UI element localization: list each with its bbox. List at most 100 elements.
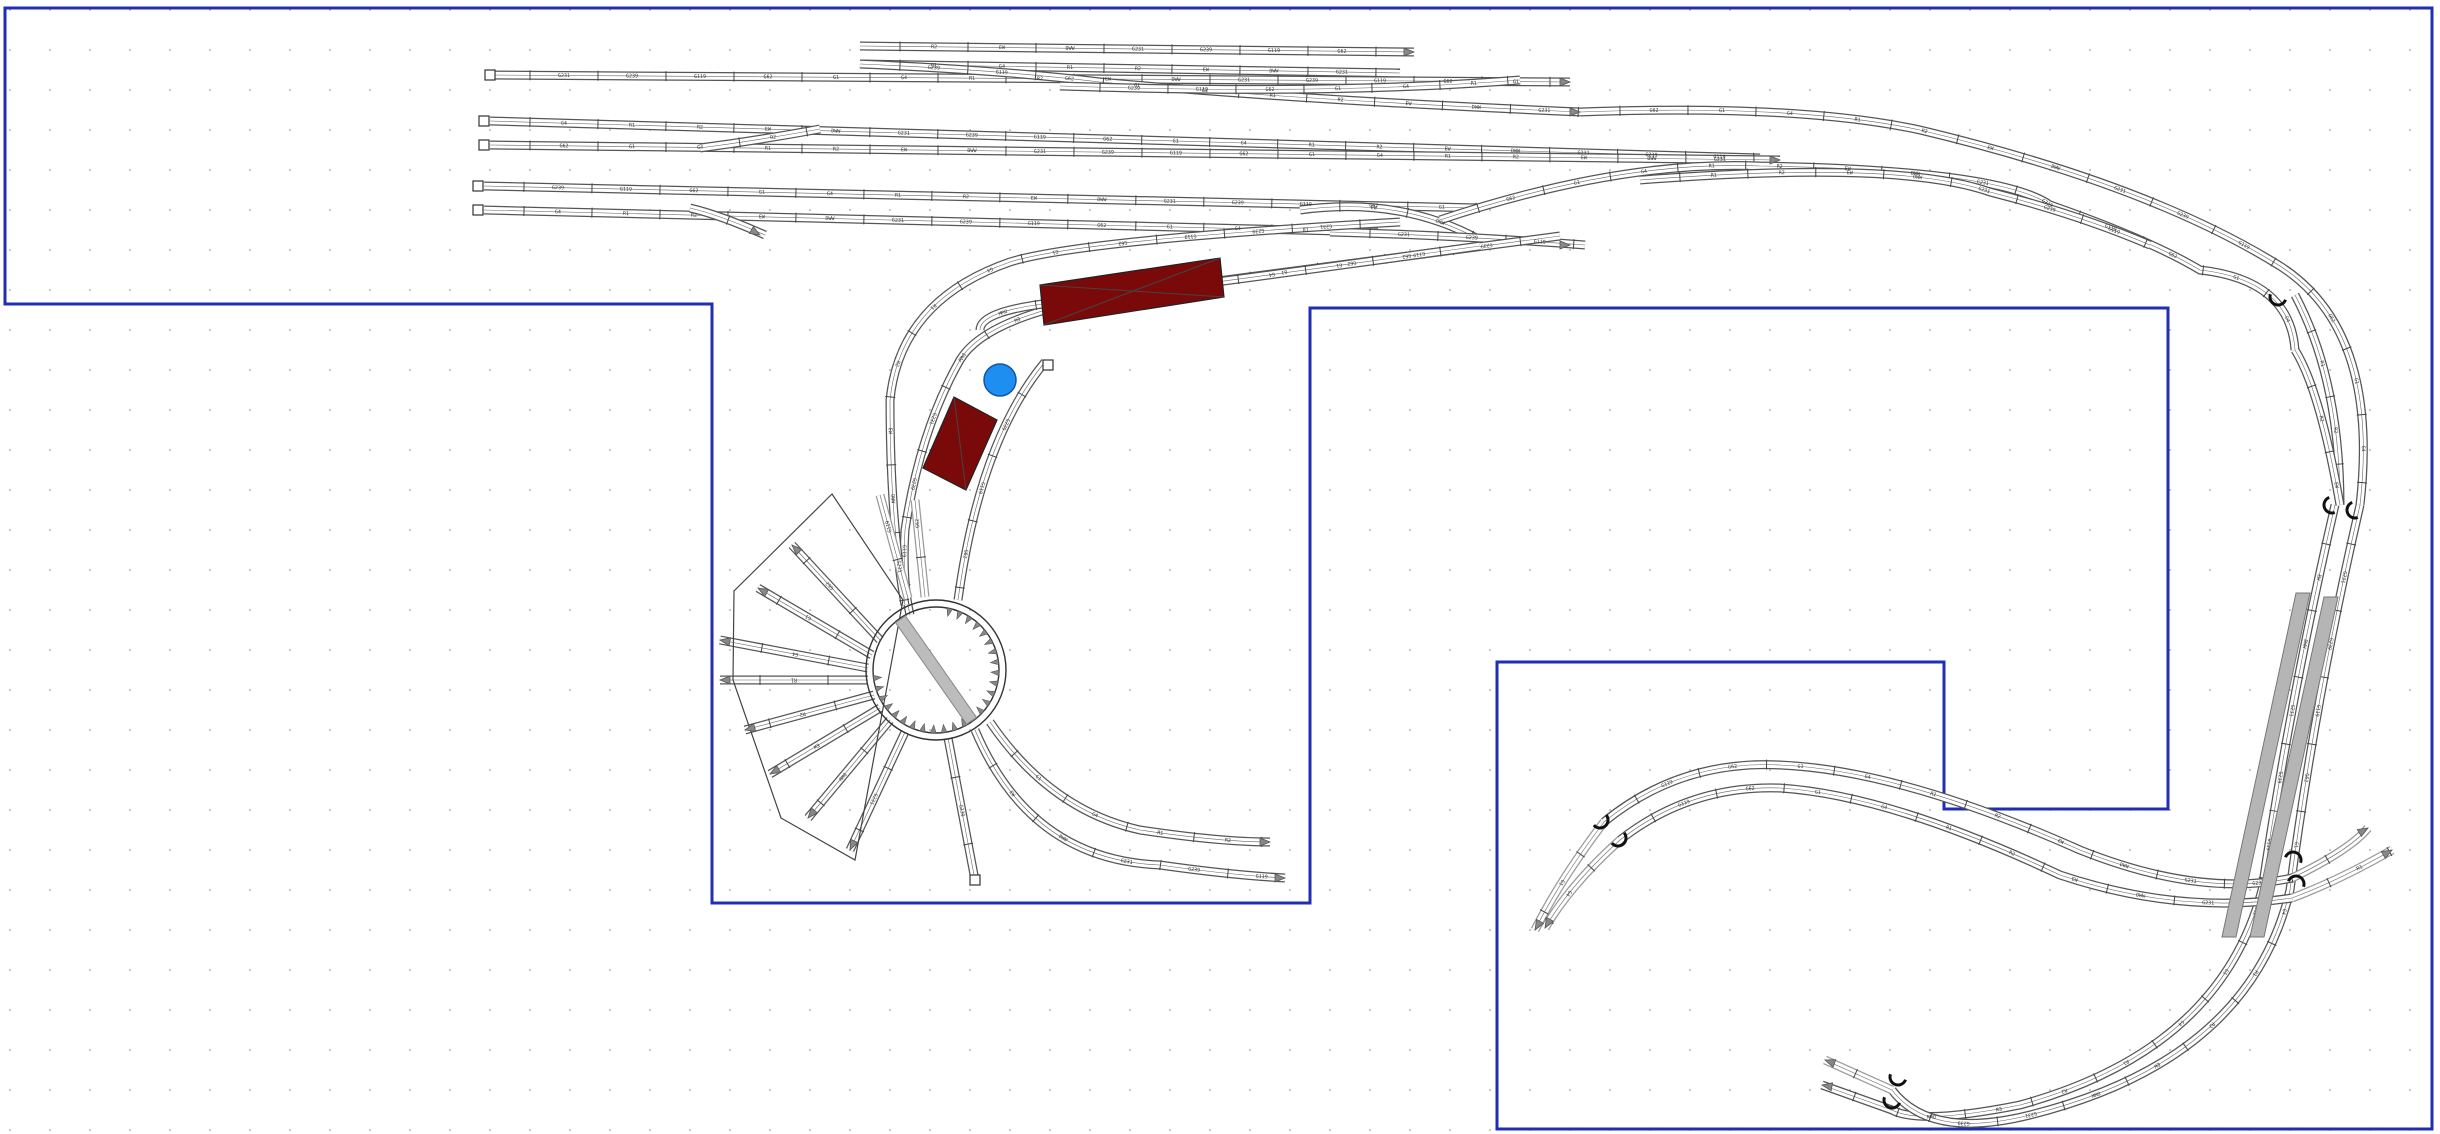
- track-segment[interactable]: [1438, 160, 2300, 351]
- track-end-arrow[interactable]: [1820, 1081, 1834, 1092]
- track-end-arrow[interactable]: [1559, 240, 1572, 250]
- track-segment[interactable]: [953, 359, 1049, 601]
- track-label: G119: [1034, 134, 1046, 140]
- track-segment[interactable]: [986, 719, 1271, 847]
- track-label: R2: [833, 146, 839, 152]
- track-segment[interactable]: [859, 41, 1415, 57]
- track-label: G62: [1337, 49, 1346, 55]
- track-label: G4: [986, 265, 994, 273]
- track-segment[interactable]: [1820, 1080, 1894, 1115]
- rail-joint: [784, 759, 791, 769]
- rail-joint: [1542, 185, 1546, 196]
- track-label: G1: [1439, 205, 1445, 211]
- track-segment[interactable]: [1579, 105, 2283, 270]
- track-end-arrow[interactable]: [1532, 918, 1545, 932]
- track-end-arrow[interactable]: [748, 225, 762, 239]
- track-end-arrow[interactable]: [846, 838, 859, 851]
- track-label: G119: [1255, 874, 1267, 881]
- track-label: G62: [1118, 239, 1128, 246]
- track-end-arrow[interactable]: [2356, 825, 2370, 838]
- track-segment[interactable]: [899, 231, 1561, 617]
- rail-joint: [2021, 152, 2026, 163]
- track-label: R2: [1037, 76, 1043, 82]
- buffer-stop[interactable]: [969, 874, 981, 886]
- track-end-arrow[interactable]: [718, 636, 732, 647]
- track-segment[interactable]: [845, 730, 910, 852]
- track-end-arrow[interactable]: [756, 585, 770, 598]
- track-segment[interactable]: [767, 704, 883, 778]
- track-label: G239: [960, 219, 972, 225]
- track-end-arrow[interactable]: [789, 542, 803, 556]
- buffer-stop[interactable]: [478, 115, 490, 127]
- track-end-arrow[interactable]: [768, 764, 782, 778]
- track-end-arrow[interactable]: [1274, 873, 1287, 883]
- track-end-arrow[interactable]: [1769, 155, 1782, 165]
- turntable-bridge[interactable]: [894, 615, 978, 725]
- rail-joint: [1852, 1068, 1858, 1079]
- track-label: G239: [957, 804, 965, 817]
- track-label: G62: [1402, 252, 1412, 259]
- track-segment[interactable]: [2277, 262, 2368, 506]
- track-segment[interactable]: [719, 635, 869, 673]
- rail-joint: [987, 453, 998, 459]
- track-segment[interactable]: [875, 493, 913, 600]
- track-end-arrow[interactable]: [743, 722, 757, 734]
- turntable[interactable]: [865, 599, 1007, 741]
- track-segment[interactable]: [755, 584, 875, 659]
- track-label: G231: [868, 792, 879, 805]
- track-segment[interactable]: [885, 217, 1401, 606]
- track-segment[interactable]: [489, 116, 1761, 163]
- track-label: G239: [928, 65, 940, 72]
- track-segment[interactable]: [1059, 75, 1521, 95]
- track-segment[interactable]: [743, 690, 876, 735]
- track-end-arrow[interactable]: [1259, 837, 1272, 847]
- track-segment[interactable]: [1601, 759, 2294, 889]
- track-segment[interactable]: [2291, 347, 2345, 506]
- track-label: G1: [2232, 274, 2240, 282]
- track-segment[interactable]: [1617, 783, 2293, 908]
- water-tower[interactable]: [983, 363, 1017, 397]
- track-segment[interactable]: [788, 541, 884, 644]
- track-label: G62: [2302, 773, 2309, 783]
- track-segment[interactable]: [1889, 503, 2340, 1121]
- track-label: DWW: [889, 494, 896, 504]
- track-label: G231: [1336, 69, 1348, 75]
- track-segment[interactable]: [2290, 846, 2395, 903]
- track-end-arrow[interactable]: [2380, 847, 2394, 860]
- buffer-stop[interactable]: [472, 180, 484, 192]
- buffer-stop[interactable]: [1042, 359, 1054, 371]
- rail-joint: [1062, 793, 1069, 803]
- track-segment[interactable]: [1639, 167, 2152, 250]
- track-segment[interactable]: [1530, 819, 1608, 933]
- rail-joint: [950, 775, 961, 779]
- track-segment[interactable]: [483, 205, 1379, 237]
- buffer-stop[interactable]: [478, 139, 490, 151]
- track-label: G4: [1787, 111, 1793, 117]
- track-segment[interactable]: [804, 717, 894, 821]
- track-segment[interactable]: [1823, 1055, 1894, 1095]
- track-end-arrow[interactable]: [1559, 77, 1572, 87]
- track-label: G1: [1052, 248, 1059, 255]
- station-platform[interactable]: [2249, 596, 2339, 938]
- track-label: G4: [555, 209, 561, 215]
- track-end-arrow[interactable]: [1403, 47, 1416, 57]
- track-segment[interactable]: [2291, 292, 2345, 506]
- track-segment[interactable]: [699, 124, 821, 153]
- track-segment[interactable]: [1888, 503, 2365, 1128]
- track-end-arrow[interactable]: [1542, 916, 1555, 930]
- track-label: EW: [2071, 876, 2079, 884]
- track-segment[interactable]: [1329, 227, 1586, 250]
- track-label: R2: [1225, 838, 1231, 844]
- track-segment[interactable]: [970, 728, 1286, 883]
- track-end-arrow[interactable]: [1823, 1056, 1837, 1068]
- track-end-arrow[interactable]: [1569, 107, 1582, 117]
- buffer-stop[interactable]: [472, 204, 484, 216]
- track-segment[interactable]: [720, 675, 868, 685]
- track-segment[interactable]: [943, 737, 980, 881]
- track-segment[interactable]: [1299, 201, 1483, 244]
- station-platform[interactable]: [2221, 592, 2311, 938]
- buffer-stop[interactable]: [484, 69, 496, 81]
- track-end-arrow[interactable]: [805, 807, 819, 821]
- track-segment[interactable]: [910, 499, 930, 598]
- track-end-arrow[interactable]: [718, 675, 731, 685]
